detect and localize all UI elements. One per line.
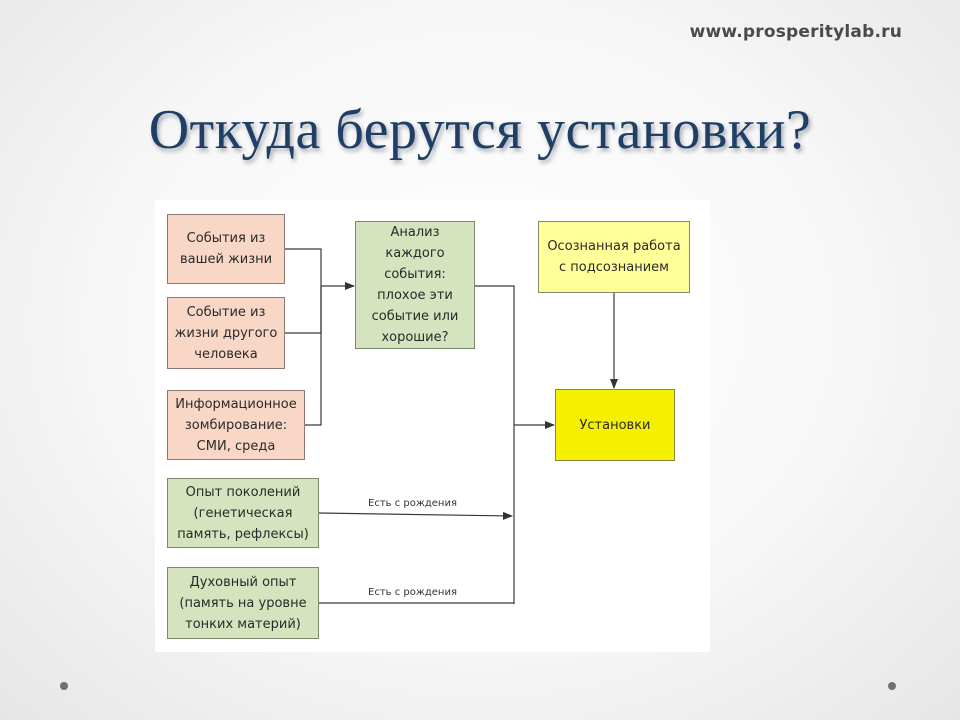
box-spiritual: Духовный опыт (память на уровне тонких м… <box>167 567 319 639</box>
edge-label-spiritual: Есть с рождения <box>368 587 457 598</box>
box-info-zombie-label: Информационное зомбирование: СМИ, среда <box>175 396 297 454</box>
box-own-events-label: События из вашей жизни <box>179 231 273 267</box>
decor-dot-right <box>888 682 896 690</box>
box-conscious-work-label: Осознанная работа с подсознанием <box>547 239 681 275</box>
edge-label-generations: Есть с рождения <box>368 498 457 509</box>
box-beliefs-label: Установки <box>579 417 651 433</box>
box-analysis: Анализ каждого события: плохое эти событ… <box>355 221 475 349</box>
box-other-events-label: Событие из жизни другого человека <box>174 304 278 362</box>
box-beliefs: Установки <box>555 389 675 461</box>
box-own-events: События из вашей жизни <box>167 214 285 284</box>
box-spiritual-label: Духовный опыт (память на уровне тонких м… <box>179 574 307 632</box>
decor-dot-left <box>60 682 68 690</box>
box-generations-label: Опыт поколений (генетическая память, реф… <box>177 484 309 542</box>
box-analysis-label: Анализ каждого события: плохое эти событ… <box>371 225 459 345</box>
box-conscious-work: Осознанная работа с подсознанием <box>538 221 690 293</box>
box-info-zombie: Информационное зомбирование: СМИ, среда <box>167 390 305 460</box>
slide-title: Откуда берутся установки? <box>148 99 812 161</box>
box-other-events: Событие из жизни другого человека <box>167 297 285 369</box>
site-url[interactable]: www.prosperitylab.ru <box>689 22 902 42</box>
box-generations: Опыт поколений (генетическая память, реф… <box>167 478 319 548</box>
